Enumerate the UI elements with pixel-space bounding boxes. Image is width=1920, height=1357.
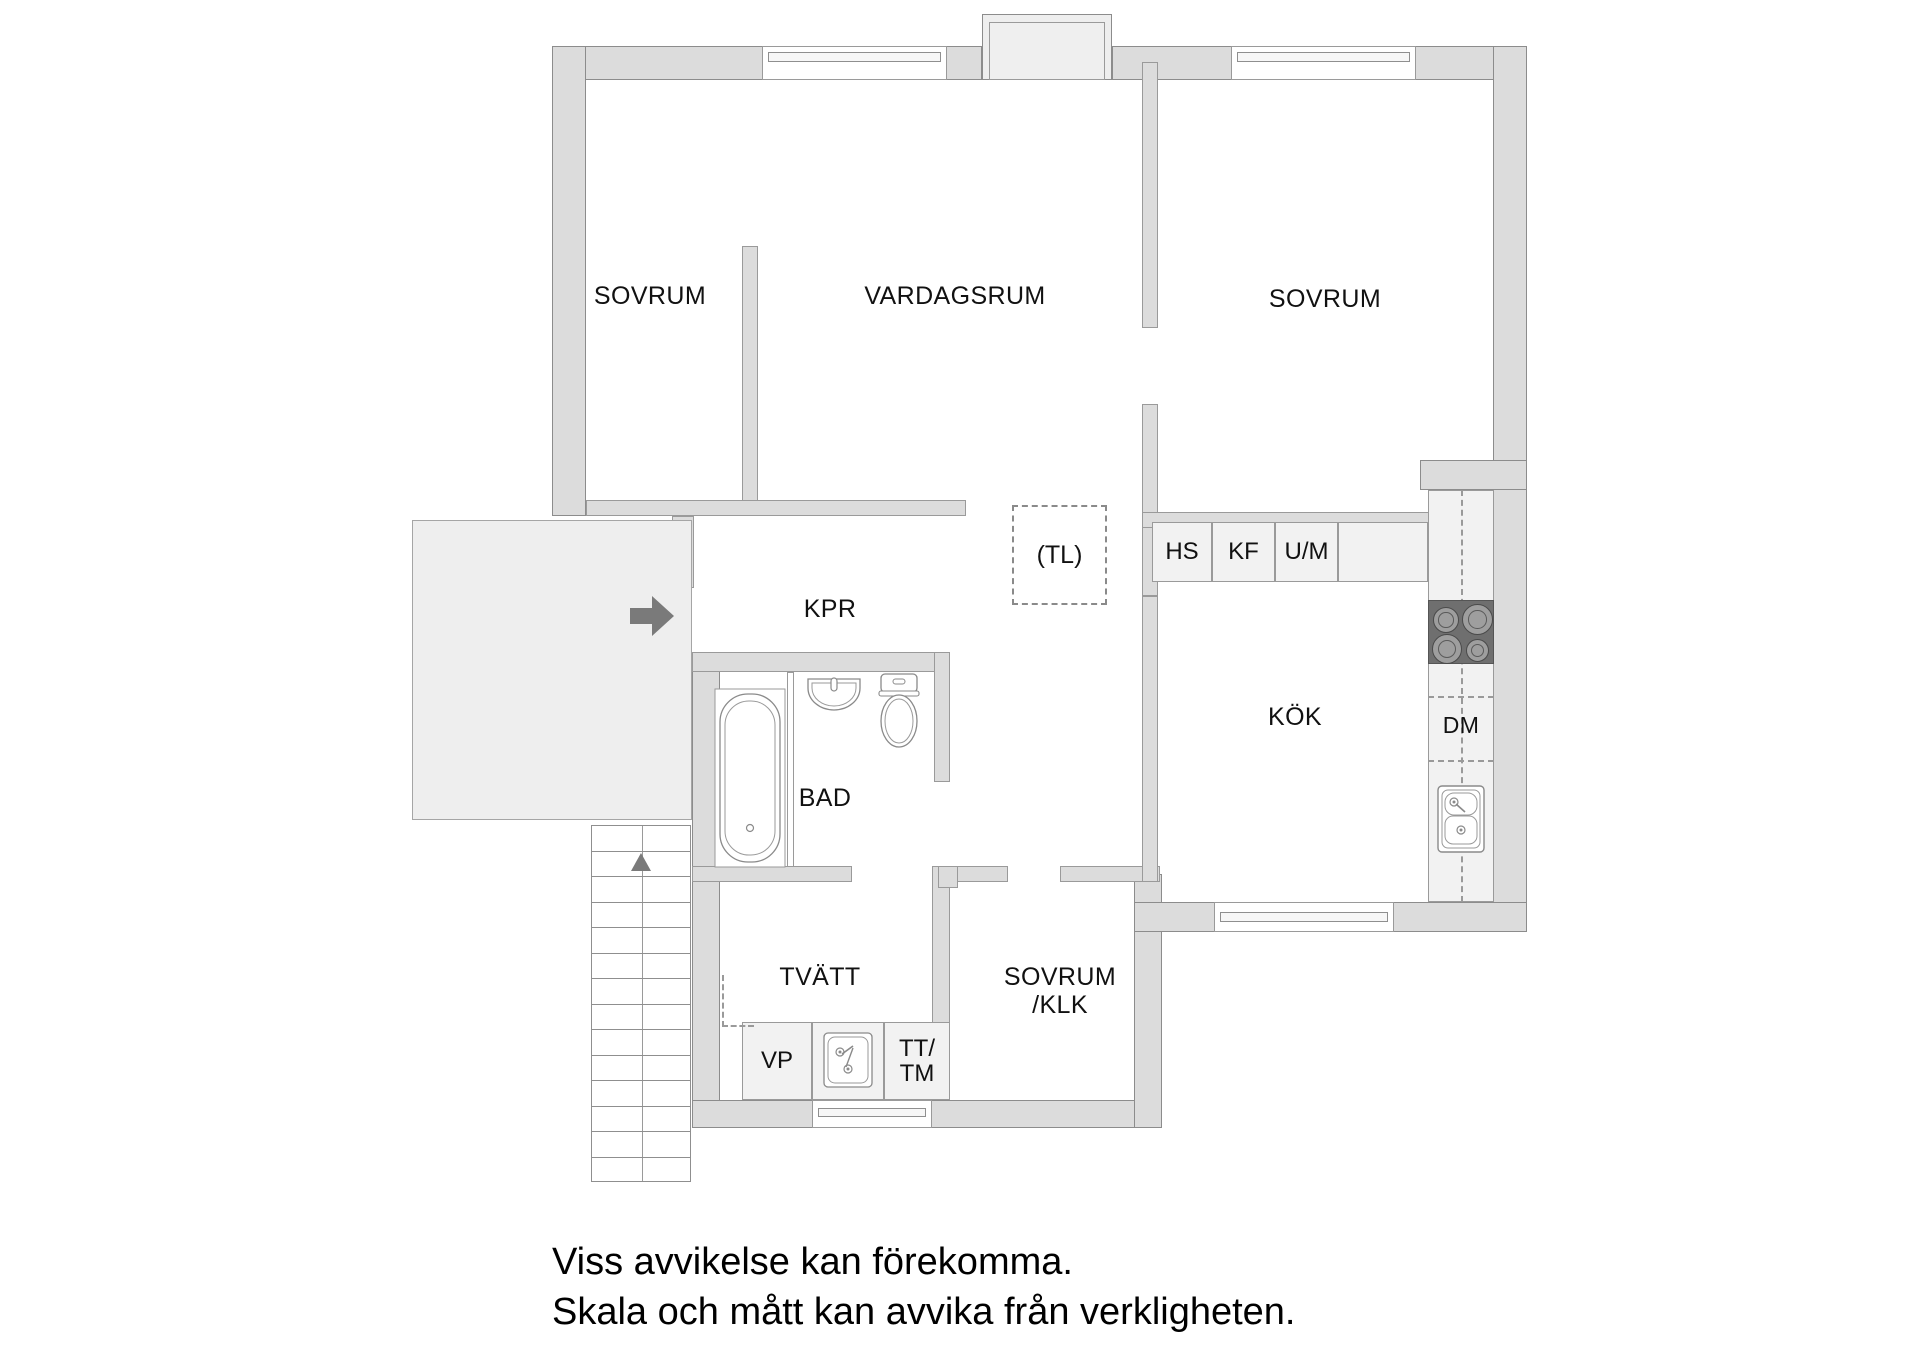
stove-cooktop <box>1428 600 1494 664</box>
stair-step <box>592 927 690 928</box>
stair-step <box>592 1080 690 1081</box>
appliance-label-dm: DM <box>1442 712 1480 738</box>
stair-step <box>592 1029 690 1030</box>
interior-wall-sovrum-klk-top <box>950 866 1008 882</box>
window-sash-laundry <box>818 1108 926 1117</box>
stove-burner-2 <box>1462 604 1493 635</box>
kitchen-cabinet-um: U/M <box>1275 522 1338 582</box>
stairs-center-line <box>642 826 643 1181</box>
room-label-tvatt: TVÄTT <box>779 963 861 991</box>
room-label-sovrum-nw: SOVRUM <box>593 282 707 310</box>
caption-line-1: Viss avvikelse kan förekomma. <box>552 1241 1073 1283</box>
window-recess-living-top <box>762 46 947 80</box>
room-label-kpr: KPR <box>803 595 857 623</box>
stairs <box>591 825 691 1182</box>
stair-step <box>592 1004 690 1005</box>
interior-wall-bathroom-right <box>934 652 950 782</box>
exterior-wall-left <box>552 46 586 516</box>
interior-wall-laundry-top <box>692 866 852 882</box>
terrace-deck <box>412 520 692 820</box>
stair-step <box>592 902 690 903</box>
stove-burner-3 <box>1432 634 1462 664</box>
stove-burner-1 <box>1433 607 1459 633</box>
toilet <box>876 672 922 750</box>
kitchen-sink <box>1437 785 1485 853</box>
stair-step <box>592 1131 690 1132</box>
exterior-wall-right-notch <box>1420 460 1527 490</box>
room-label-kok: KÖK <box>1268 703 1322 731</box>
kitchen-cabinet-hs: HS <box>1152 522 1212 582</box>
caption-line-2: Skala och mått kan avvika från verklighe… <box>552 1291 1296 1333</box>
stove-burner-4 <box>1466 639 1489 662</box>
stair-step <box>592 1055 690 1056</box>
interior-wall-sovrum-klk-top-right <box>1060 866 1160 882</box>
laundry-dash-horizontal <box>722 1025 754 1027</box>
kitchen-bench <box>1338 522 1428 582</box>
window-sash-living-top <box>768 52 941 62</box>
laundry-unit-tttm: TT/ TM <box>884 1022 950 1100</box>
interior-wall-bathroom-top <box>692 652 950 672</box>
tl-annotation-box: (TL) <box>1012 505 1107 605</box>
stair-step <box>592 1157 690 1158</box>
laundry-sink <box>823 1032 873 1088</box>
interior-wall-living-bedroom-ne <box>1142 62 1158 328</box>
window-sash-bedroom-ne <box>1237 52 1410 62</box>
room-label-sovrum-ne: SOVRUM <box>1268 285 1382 313</box>
bathtub <box>714 688 786 868</box>
stairs-up-arrow <box>630 852 652 872</box>
room-label-bad: BAD <box>798 784 852 812</box>
laundry-unit-vp: VP <box>742 1022 812 1100</box>
washbasin <box>805 676 863 718</box>
room-label-vardagsrum: VARDAGSRUM <box>864 282 1046 310</box>
entrance-arrow <box>628 592 676 640</box>
room-label-sovrum-klk: SOVRUM /KLK <box>1003 963 1117 1019</box>
stair-step <box>592 1106 690 1107</box>
interior-wall-kpr-top <box>586 500 966 516</box>
bay-projection-inner <box>989 22 1105 80</box>
window-sash-kitchen <box>1220 912 1388 922</box>
interior-wall-klk-jamb <box>938 866 958 888</box>
dm-dash-bottom <box>1428 760 1494 762</box>
stair-step <box>592 978 690 979</box>
interior-wall-bathtub-partition <box>787 672 794 872</box>
interior-wall-hall-kitchen <box>1142 596 1158 882</box>
dm-dash-top <box>1428 696 1494 698</box>
interior-wall-bedroom-nw-divider <box>742 246 758 516</box>
stair-step <box>592 851 690 852</box>
stair-step <box>592 876 690 877</box>
laundry-dash-vertical <box>722 975 724 1027</box>
stair-step <box>592 953 690 954</box>
kitchen-cabinet-kf: KF <box>1212 522 1275 582</box>
window-recess-bedroom-ne <box>1231 46 1416 80</box>
